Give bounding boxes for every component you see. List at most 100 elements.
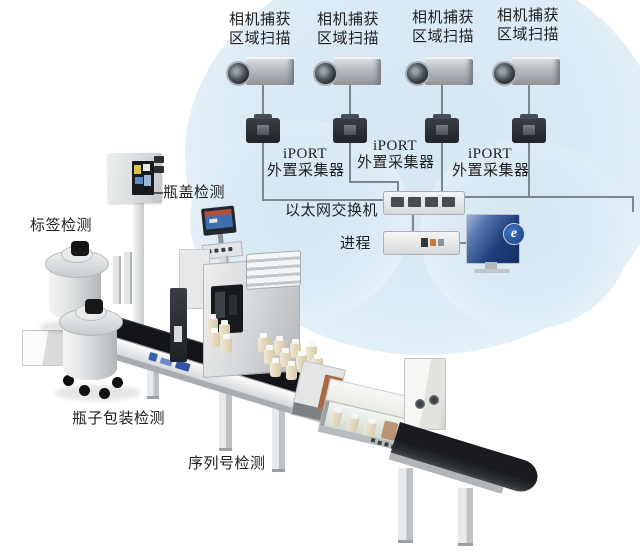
wire-iport-4 bbox=[528, 142, 530, 198]
camera-lens-icon bbox=[405, 61, 430, 86]
wire-right-drop bbox=[632, 196, 634, 212]
bottle bbox=[209, 328, 220, 347]
camera-label-1: 相机捕获 区域扫描 bbox=[229, 11, 291, 49]
turntable-knob-icon bbox=[71, 241, 89, 256]
label-leader-line bbox=[154, 192, 163, 194]
monitor-base bbox=[474, 269, 510, 273]
hmi-screen-icon bbox=[204, 208, 234, 230]
iport-label-2-line2: 外置采集器 bbox=[357, 155, 435, 171]
iport-label-3-line1: iPORT bbox=[467, 146, 513, 162]
process-led-icon bbox=[430, 239, 436, 246]
vent-icon bbox=[415, 399, 425, 409]
process-led-icon bbox=[438, 239, 444, 246]
camera-label-1-line2: 区域扫描 bbox=[229, 31, 292, 47]
wire-iport-3 bbox=[441, 142, 443, 193]
connector-icon bbox=[154, 166, 164, 173]
sensor-bar bbox=[170, 288, 187, 362]
wire-camera-3 bbox=[441, 84, 443, 118]
guide-post bbox=[113, 256, 121, 304]
infeed-cube bbox=[22, 330, 64, 366]
switch-port-icon bbox=[391, 197, 404, 207]
station-label-package: 瓶子包装检测 bbox=[72, 411, 166, 427]
iport-label-2: iPORT 外置采集器 bbox=[357, 138, 435, 172]
brand-logo-icon bbox=[148, 351, 159, 362]
bottle bbox=[219, 320, 230, 339]
wire-iport-1-bus bbox=[262, 199, 384, 201]
sensor-tag bbox=[174, 326, 182, 342]
bottle bbox=[290, 339, 301, 358]
window-detail bbox=[229, 294, 237, 316]
ethernet-switch-label: 以太网交换机 bbox=[285, 203, 379, 219]
camera-icon bbox=[333, 57, 381, 85]
bottle bbox=[207, 314, 218, 333]
ethernet-switch-icon bbox=[383, 191, 465, 215]
iport-label-1-line1: iPORT bbox=[282, 146, 328, 162]
conveyor-leg bbox=[458, 488, 473, 546]
wire-iport-2-bus bbox=[349, 181, 399, 183]
station-label-label: 标签检测 bbox=[30, 218, 93, 234]
bottle bbox=[286, 361, 297, 380]
iport-device-icon bbox=[333, 114, 367, 143]
iport-label-1-line2: 外置采集器 bbox=[267, 163, 345, 179]
vent-icon bbox=[429, 395, 439, 405]
iport-label-3-line2: 外置采集器 bbox=[452, 163, 530, 179]
iport-device-icon bbox=[425, 114, 459, 143]
wire-camera-2 bbox=[349, 84, 351, 118]
rail-dot bbox=[370, 437, 376, 443]
camera-label-2: 相机捕获 区域扫描 bbox=[317, 11, 379, 49]
screen-pixel bbox=[134, 165, 141, 174]
camera-label-4-line1: 相机捕获 bbox=[497, 8, 560, 24]
bottle bbox=[328, 410, 343, 428]
bottle bbox=[274, 336, 285, 355]
camera-label-2-line1: 相机捕获 bbox=[317, 12, 380, 28]
shadow bbox=[55, 385, 140, 401]
screen-pixel bbox=[144, 175, 151, 186]
camera-label-1-line1: 相机捕获 bbox=[229, 12, 292, 28]
process-chip-icon bbox=[421, 238, 428, 247]
wire-switch-process bbox=[412, 212, 414, 233]
hmi-button-icon bbox=[221, 247, 226, 253]
bottle bbox=[270, 358, 281, 377]
tower-pole bbox=[133, 203, 144, 333]
process-box-icon bbox=[383, 231, 460, 255]
tower-screen-icon bbox=[132, 161, 154, 195]
machine-foot bbox=[79, 385, 90, 396]
rail-dot bbox=[384, 442, 389, 447]
camera-lens-icon bbox=[492, 61, 517, 86]
camera-lens-icon bbox=[313, 61, 338, 86]
conveyor-leg bbox=[272, 404, 285, 472]
bottle bbox=[221, 334, 232, 353]
switch-port-icon bbox=[425, 197, 438, 207]
machine-foot bbox=[63, 375, 74, 386]
iport-label-2-line1: iPORT bbox=[372, 138, 418, 154]
camera-label-4: 相机捕获 区域扫描 bbox=[497, 7, 559, 45]
machine-foot bbox=[112, 377, 123, 388]
tunnel-head-box bbox=[404, 358, 446, 430]
camera-label-3: 相机捕获 区域扫描 bbox=[412, 9, 474, 47]
station-label-serial: 序列号检测 bbox=[188, 456, 266, 472]
wire-camera-4 bbox=[528, 84, 530, 118]
bottle bbox=[280, 348, 291, 367]
iport-device-icon bbox=[512, 114, 546, 143]
wire-iport-2-drop bbox=[397, 181, 399, 193]
bottle bbox=[264, 345, 275, 364]
connector-icon bbox=[154, 156, 164, 163]
wire-process-monitor bbox=[456, 242, 470, 244]
wire-iport-1 bbox=[262, 142, 264, 200]
wire-camera-1 bbox=[262, 84, 264, 118]
camera-icon bbox=[512, 57, 560, 85]
station-label-cap: 瓶盖检测 bbox=[163, 185, 226, 201]
switch-port-icon bbox=[442, 197, 455, 207]
rail-dot bbox=[377, 440, 383, 446]
camera-icon bbox=[425, 57, 473, 85]
camera-lens-icon bbox=[226, 61, 251, 86]
machine-foot bbox=[99, 388, 110, 399]
camera-label-2-line2: 区域扫描 bbox=[317, 31, 380, 47]
camera-label-4-line2: 区域扫描 bbox=[497, 27, 560, 43]
hmi-button-icon bbox=[214, 248, 219, 253]
camera-icon bbox=[246, 57, 294, 85]
hmi-button-icon bbox=[228, 246, 233, 252]
iport-label-1: iPORT 外置采集器 bbox=[267, 146, 345, 180]
wire-iport-2 bbox=[349, 142, 351, 182]
